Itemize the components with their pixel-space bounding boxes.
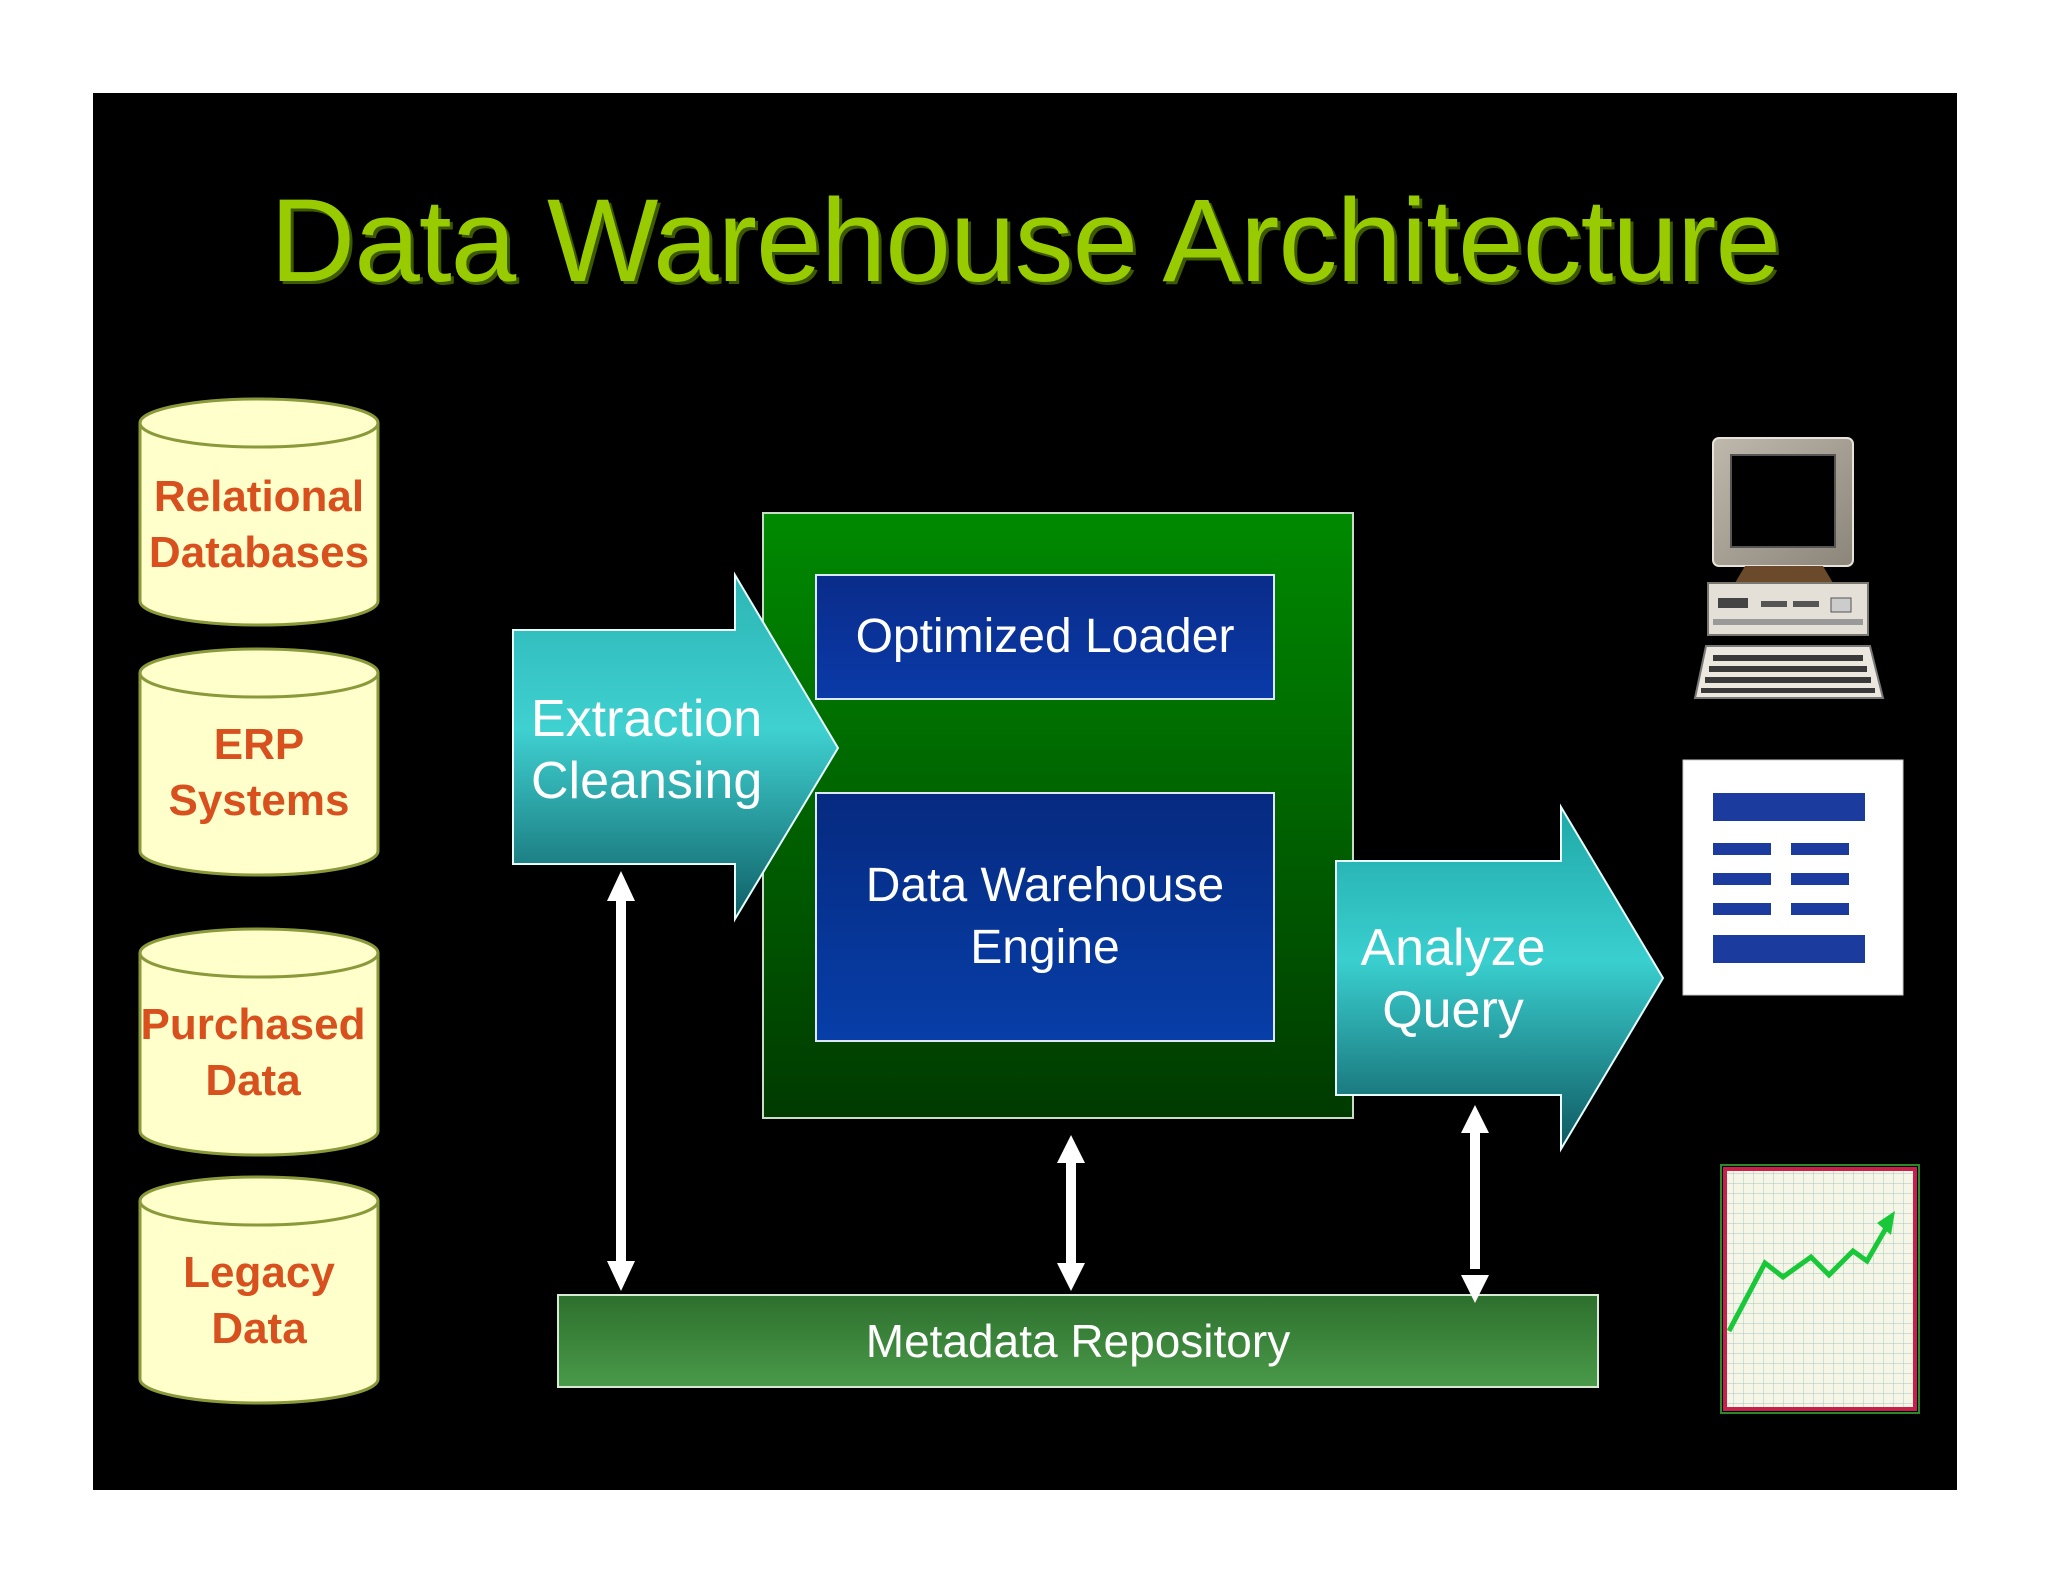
source-line-1: Relational (153, 472, 365, 521)
analyze-label: Analyze Query (1343, 917, 1563, 1041)
source-cylinder-purchased (138, 927, 380, 1157)
source-line-2: Data (211, 1304, 307, 1353)
slide: Data Warehouse Architecture Relational D… (93, 93, 1957, 1490)
computer-icon (1693, 437, 1885, 699)
engine-label: Data Warehouse Engine (816, 855, 1274, 979)
analyze-line-2: Query (1382, 981, 1524, 1039)
optimized-loader-box (815, 574, 1275, 700)
source-label-erp: ERP Systems (139, 717, 379, 829)
extraction-arrow (512, 571, 840, 923)
source-cylinder-relational (138, 397, 380, 627)
chart-icon (1720, 1164, 1920, 1414)
source-line-1: Purchased (140, 1000, 366, 1049)
source-line-2: Systems (168, 776, 350, 825)
source-line-2: Data (205, 1056, 301, 1105)
page-title: Data Warehouse Architecture (270, 175, 1781, 307)
metadata-repository-box (557, 1294, 1599, 1388)
source-label-relational: Relational Databases (139, 469, 379, 581)
metadata-repository-label: Metadata Repository (865, 1315, 1291, 1367)
source-cylinder-erp (138, 647, 380, 877)
double-arrow-analyze (1461, 1105, 1489, 1303)
extraction-label: Extraction Cleansing (531, 688, 791, 812)
extraction-line-1: Extraction (531, 690, 763, 748)
source-cylinder-legacy (138, 1175, 380, 1405)
engine-box (815, 792, 1275, 1042)
analyze-arrow (1335, 803, 1665, 1153)
source-line-1: Legacy (183, 1248, 335, 1297)
extraction-line-2: Cleansing (531, 752, 763, 810)
source-label-legacy: Legacy Data (139, 1245, 379, 1357)
source-label-purchased: Purchased Data (133, 997, 373, 1109)
analyze-line-1: Analyze (1360, 919, 1546, 977)
double-arrow-engine (1057, 1135, 1085, 1291)
engine-line-1: Data Warehouse (865, 859, 1225, 912)
source-line-1: ERP (213, 720, 305, 769)
architecture-diagram (138, 397, 1920, 1414)
double-arrow-extraction (607, 871, 635, 1291)
report-icon (1682, 759, 1904, 996)
engine-line-2: Engine (970, 921, 1120, 974)
optimized-loader-label: Optimized Loader (855, 610, 1235, 663)
source-line-2: Databases (148, 528, 370, 577)
